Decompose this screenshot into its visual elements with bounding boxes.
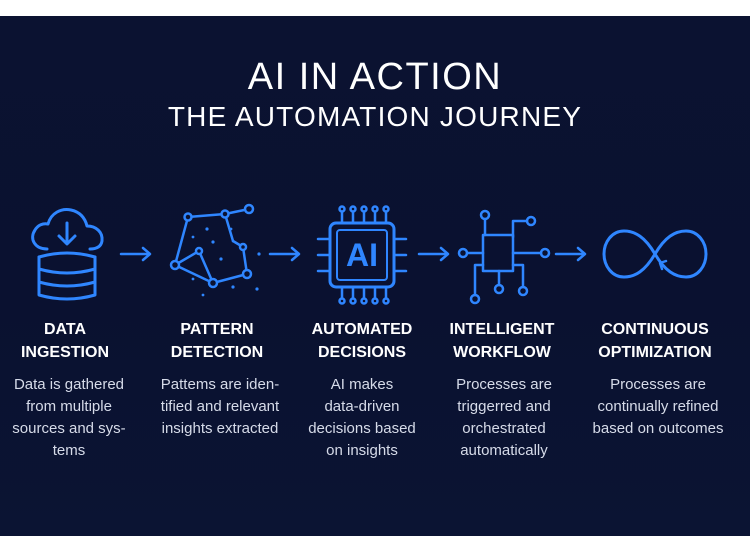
ai-chip-label: AI [346,237,378,273]
database-cloud-download-icon [17,199,117,309]
step-desc-data-ingestion: Data is gathered from multiple sources a… [12,376,126,459]
arrow-icon [268,246,304,262]
step-title-intelligent-workflow: INTELLIGENT WORKFLOW [449,321,555,361]
main-title: AI IN ACTION [247,56,503,98]
step-desc-automated-decisions: AI makes data-driven decisions based on … [308,376,416,459]
infinity-loop-icon [600,199,710,309]
workflow-circuit-icon [455,199,555,309]
subtitle: THE AUTOMATION JOURNEY [167,101,583,132]
step-title-data-ingestion: DATA INGESTION [20,321,109,361]
infographic-panel: AI IN ACTION THE AUTOMATION JOURNEY [0,16,750,536]
arrow-icon [417,246,453,262]
step-desc-intelligent-workflow: Processes are triggerred and orchestrate… [456,376,552,459]
network-graph-icon [163,199,263,309]
step-title-pattern-detection: PATTERN DETECTION [170,321,264,361]
step-title-continuous-optimization: CONTINUOUS OPTIMIZATION [598,321,712,361]
step-desc-continuous-optimization: Processes are continually refined based … [592,376,724,437]
arrow-icon [119,246,155,262]
arrow-icon [554,246,590,262]
step-title-automated-decisions: AUTOMATED DECISIONS [311,321,413,361]
ai-chip-icon: AI [312,199,412,309]
step-desc-pattern-detection: Pattems are iden- tified and relevant in… [160,376,280,437]
